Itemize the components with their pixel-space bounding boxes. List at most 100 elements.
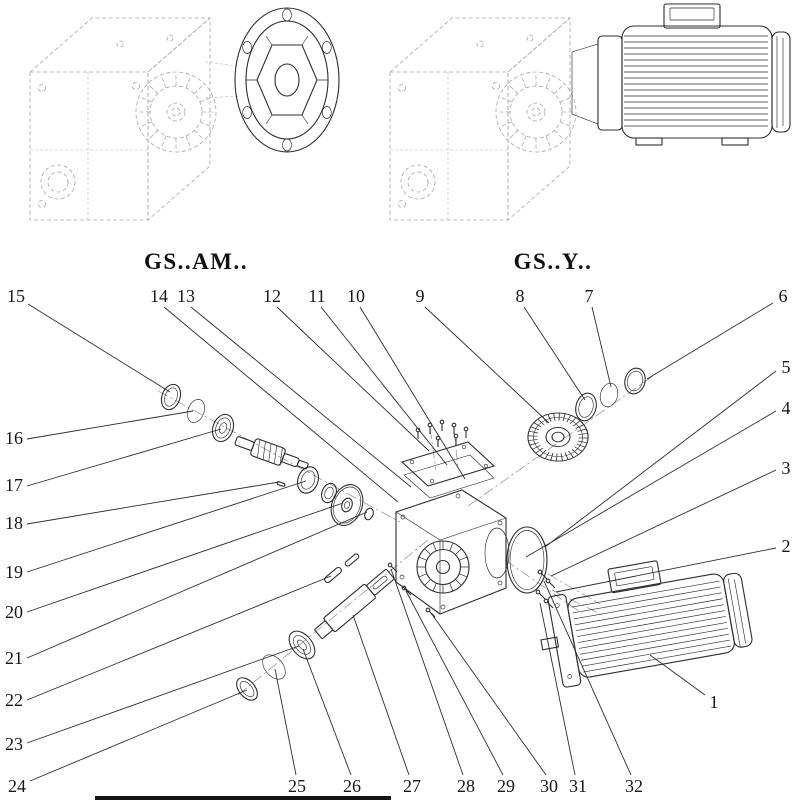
leader-line-20 (26, 502, 344, 613)
leader-line-9 (424, 306, 550, 424)
cover-plate (400, 441, 496, 487)
worm-shaft (234, 436, 309, 470)
leader-line-12 (276, 306, 430, 452)
end-washer (236, 677, 258, 701)
bearing-input (211, 413, 235, 443)
part-number-4: 4 (781, 398, 791, 418)
leader-line-14 (163, 306, 399, 503)
input-bore-ghost-right (495, 71, 577, 153)
leader-line-24 (29, 689, 248, 782)
output-snap-ring (262, 654, 286, 680)
part-number-11: 11 (308, 286, 326, 306)
part-number-27: 27 (403, 776, 421, 796)
leader-line-13 (190, 306, 412, 488)
circlip (187, 399, 205, 423)
part-number-8: 8 (515, 286, 525, 306)
part-number-10: 10 (347, 286, 365, 306)
leader-line-1 (649, 654, 706, 696)
motor-drawing (540, 560, 753, 688)
leader-line-30 (430, 612, 547, 776)
shaft-key-2 (344, 553, 360, 567)
leader-line-21 (26, 511, 368, 659)
part-number-30: 30 (540, 776, 558, 796)
leader-line-25 (274, 668, 297, 776)
part-number-20: 20 (5, 602, 23, 622)
shaft-key (324, 566, 342, 584)
part-number-21: 21 (5, 648, 23, 668)
leader-line-26 (302, 648, 352, 776)
leader-lines (26, 302, 777, 782)
leader-line-3 (550, 469, 777, 577)
part-number-9: 9 (415, 286, 425, 306)
leader-line-18 (26, 481, 280, 525)
motor-adapter-parts (506, 526, 605, 617)
part-number-12: 12 (263, 286, 281, 306)
output-shaft (314, 569, 395, 640)
part-number-2: 2 (781, 536, 791, 556)
leader-line-22 (26, 575, 332, 701)
leader-line-16 (26, 410, 194, 440)
part-number-6: 6 (778, 286, 788, 306)
part-number-1: 1 (709, 692, 719, 712)
leader-line-29 (405, 590, 504, 776)
gear-retaining-rings (575, 367, 646, 422)
part-number-23: 23 (5, 734, 23, 754)
fan-cowl (723, 572, 753, 648)
part-number-22: 22 (5, 690, 23, 710)
leader-line-32 (543, 580, 632, 776)
bearing-worm (296, 466, 320, 494)
model-label-gs-y: GS..Y.. (513, 249, 593, 274)
shim-ring (624, 367, 646, 395)
part-number-18: 18 (5, 513, 23, 533)
leader-line-10 (359, 306, 466, 480)
leader-line-11 (320, 306, 448, 466)
gear-housing-drawing (395, 489, 510, 615)
leader-line-8 (523, 306, 586, 401)
leader-line-15 (27, 303, 171, 393)
leader-line-27 (352, 614, 410, 776)
gearbox-housing-right-drawing (389, 17, 577, 221)
part-number-3: 3 (781, 458, 791, 478)
part-number-31: 31 (569, 776, 587, 796)
leader-line-28 (390, 568, 464, 776)
part-number-19: 19 (5, 562, 23, 582)
part-number-7: 7 (584, 286, 594, 306)
part-number-29: 29 (497, 776, 515, 796)
spacer-ring (575, 392, 597, 422)
part-number-28: 28 (457, 776, 475, 796)
input-shaft-parts (160, 383, 374, 526)
leader-line-2 (555, 547, 777, 593)
part-number-24: 24 (8, 776, 26, 796)
gearbox-housing-left-drawing (29, 17, 239, 221)
assembly-axis-lines (157, 370, 661, 696)
leader-line-23 (26, 645, 300, 744)
leader-line-7 (591, 306, 612, 388)
part-number-14: 14 (150, 286, 168, 306)
motor-shaft (540, 636, 560, 651)
leader-line-6 (646, 302, 774, 380)
part-number-16: 16 (5, 428, 23, 448)
o-ring-small (364, 507, 374, 521)
cover-plate-parts (400, 419, 496, 499)
leader-line-17 (26, 428, 222, 487)
terminal-box (663, 3, 721, 29)
washer (321, 482, 337, 504)
part-number-15: 15 (7, 286, 25, 306)
cropped-table-edge (95, 796, 391, 800)
part-number-5: 5 (781, 357, 791, 377)
part-number-26: 26 (343, 776, 361, 796)
leader-line-19 (26, 480, 307, 573)
model-label-gs-am: GS..AM.. (144, 249, 248, 274)
gasket (403, 454, 495, 499)
leader-line-4 (525, 410, 777, 558)
output-flange-drawing (234, 7, 340, 153)
output-shaft-parts (236, 553, 436, 701)
part-number-25: 25 (288, 776, 306, 796)
snap-ring (599, 382, 619, 408)
input-bore-ghost (135, 71, 217, 153)
output-bearing (288, 630, 316, 660)
part-number-17: 17 (5, 475, 23, 495)
leader-line-5 (544, 370, 777, 548)
